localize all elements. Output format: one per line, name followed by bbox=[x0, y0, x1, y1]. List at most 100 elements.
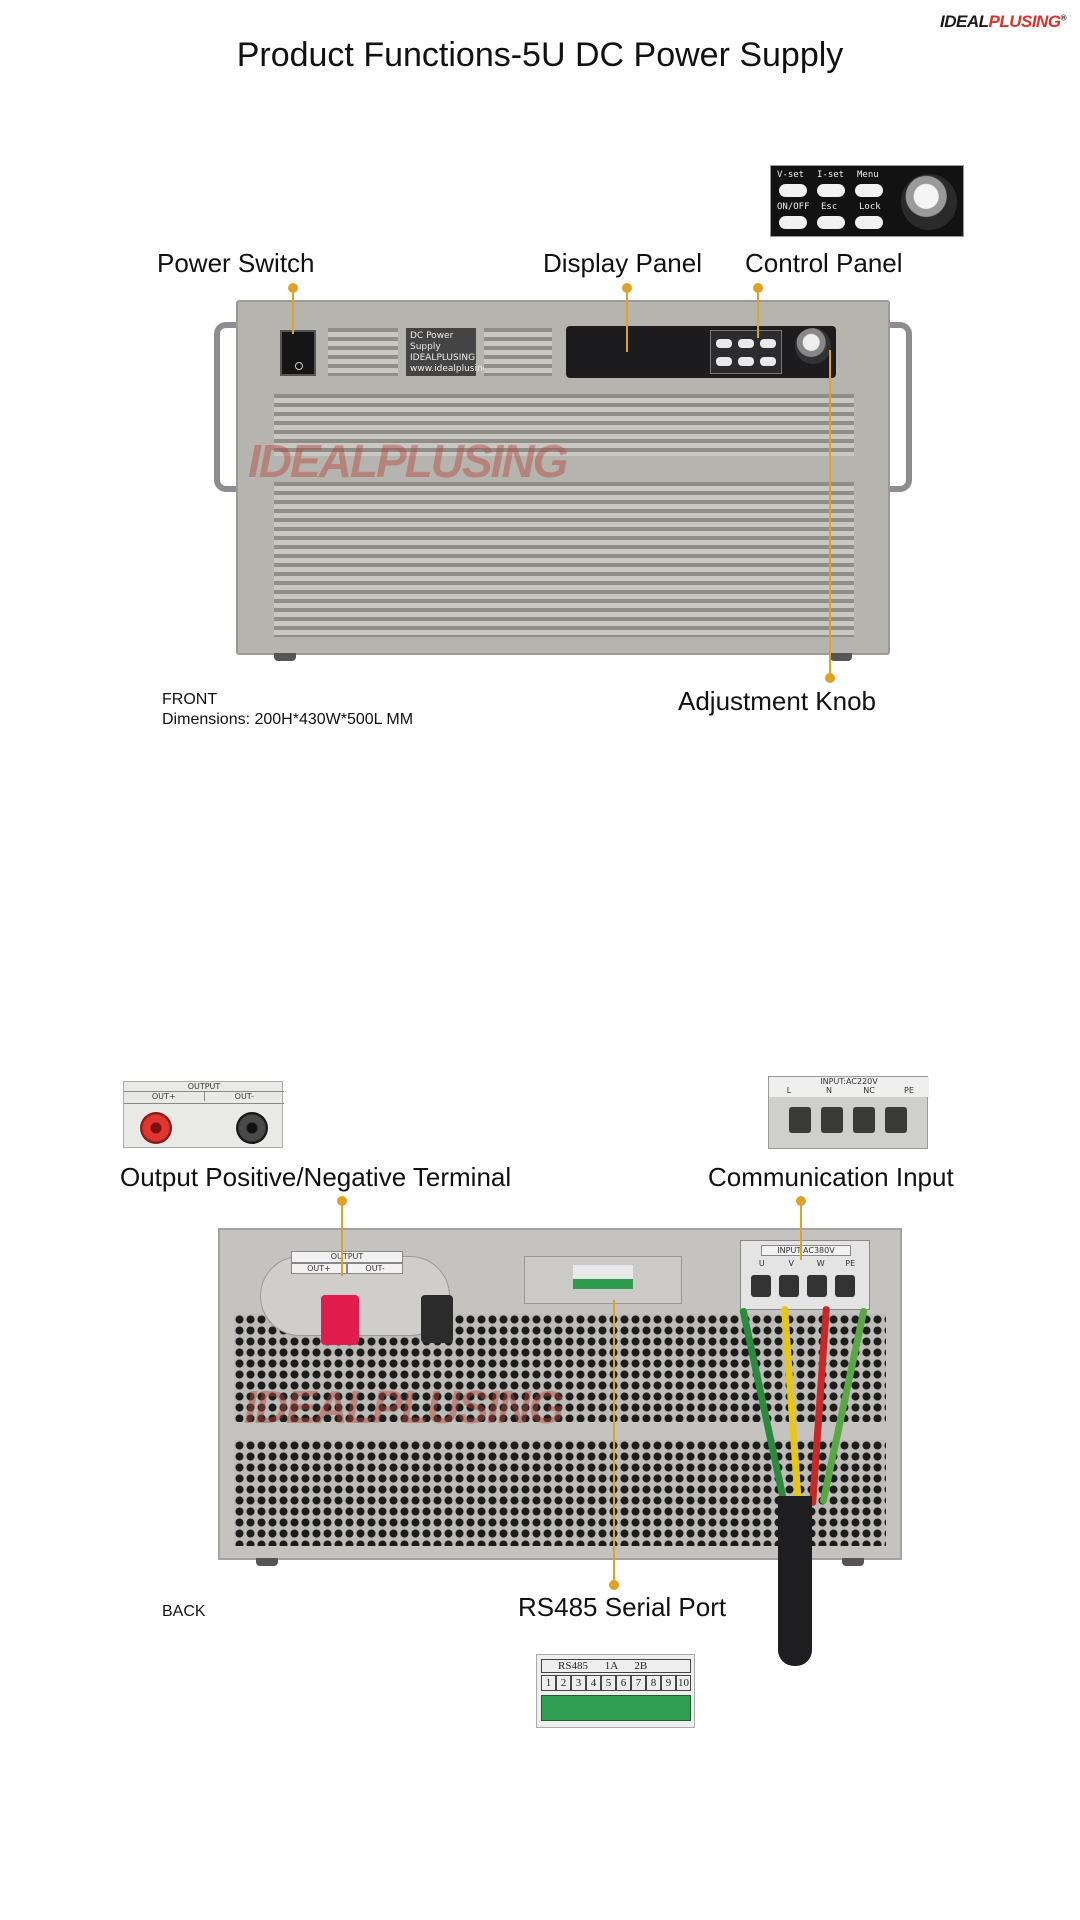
ac-terminal-screw bbox=[821, 1107, 843, 1133]
leader-line-communication-input bbox=[800, 1200, 802, 1260]
ac-terminal-screw bbox=[789, 1107, 811, 1133]
rs485-pin-number: 1 bbox=[541, 1675, 556, 1691]
ac-input-closeup: INPUT:AC220V L N NC PE bbox=[768, 1076, 929, 1149]
control-key bbox=[817, 184, 845, 197]
ac-phase-label: W bbox=[816, 1259, 825, 1268]
rs485-pin-number: 2 bbox=[556, 1675, 571, 1691]
brand-logo-main: IDEAL bbox=[940, 12, 989, 31]
output-inset-pos-label: OUT+ bbox=[151, 1092, 176, 1101]
brand-logo-mark: ® bbox=[1060, 13, 1067, 23]
vent-honeycomb bbox=[234, 1314, 886, 1422]
callout-display-panel: Display Panel bbox=[543, 248, 702, 278]
vent-grille bbox=[274, 482, 854, 637]
watermark: IDEALPLUSING bbox=[248, 435, 568, 487]
brand-logo: IDEALPLUSING® bbox=[940, 12, 1070, 38]
output-plate-pos: OUT+ bbox=[291, 1263, 347, 1274]
device-foot bbox=[256, 1558, 278, 1566]
output-inset-title: OUTPUT bbox=[187, 1082, 221, 1091]
output-inset-header: OUTPUT OUT+ OUT- bbox=[124, 1082, 284, 1104]
ac-terminal-screw bbox=[807, 1275, 827, 1297]
brand-logo-accent: PLUSING bbox=[988, 12, 1062, 31]
ac-phase-row: U V W PE bbox=[747, 1259, 865, 1268]
output-terminal-closeup: OUTPUT OUT+ OUT- bbox=[123, 1081, 284, 1148]
device-foot bbox=[274, 653, 296, 661]
rs485-header-row: RS485 1A 2B bbox=[541, 1659, 691, 1673]
negative-terminal bbox=[421, 1295, 453, 1343]
watermark: IDEALPLUSING bbox=[244, 1381, 564, 1433]
rs485-pin-number: 10 bbox=[676, 1675, 691, 1691]
ac-input-terminal: INPUT:AC380V U V W PE bbox=[740, 1240, 870, 1310]
ac-terminal-screw bbox=[853, 1107, 875, 1133]
control-key-label: V-set bbox=[777, 170, 805, 180]
rs485-green-terminal-block bbox=[541, 1695, 691, 1721]
ac-inset-title: INPUT:AC220V bbox=[820, 1077, 878, 1086]
rs485-port bbox=[524, 1256, 682, 1304]
rs485-terminal-closeup: RS485 1A 2B 1 2 3 4 5 6 7 8 9 10 bbox=[536, 1654, 695, 1728]
ac-inset-header: INPUT:AC220V L N NC PE bbox=[769, 1077, 929, 1097]
vent-grille bbox=[484, 328, 552, 376]
control-key bbox=[817, 216, 845, 229]
control-key bbox=[855, 184, 883, 197]
vent-grille bbox=[328, 328, 398, 376]
control-key-label: Esc bbox=[821, 202, 838, 212]
nameplate-line: www.idealplusing.com bbox=[410, 364, 511, 374]
ac-phase-label: V bbox=[788, 1259, 794, 1268]
control-key bbox=[855, 216, 883, 229]
leader-line-power-switch bbox=[292, 288, 294, 334]
leader-line-adjustment-knob bbox=[829, 350, 831, 675]
positive-terminal-post bbox=[140, 1112, 172, 1144]
rs485-pin-number: 7 bbox=[631, 1675, 646, 1691]
callout-output-terminal: Output Positive/Negative Terminal bbox=[120, 1162, 512, 1192]
front-dimensions: Dimensions: 200H*430W*500L MM bbox=[162, 711, 414, 728]
rs485-pin-number: 6 bbox=[616, 1675, 631, 1691]
callout-power-switch: Power Switch bbox=[157, 248, 315, 278]
control-panel bbox=[710, 330, 782, 374]
positive-terminal bbox=[321, 1295, 359, 1345]
nameplate: DC Power Supply IDEALPLUSING www.idealpl… bbox=[406, 328, 511, 376]
callout-communication-input: Communication Input bbox=[708, 1162, 954, 1192]
rs485-header-label: 1A bbox=[604, 1660, 618, 1672]
rs485-header-label: RS485 bbox=[558, 1660, 588, 1672]
ac-phase-label: U bbox=[758, 1259, 765, 1268]
rs485-header-label: 2B bbox=[634, 1660, 648, 1672]
control-key-label: I-set bbox=[817, 170, 845, 180]
ac-inset-phase: N bbox=[826, 1086, 832, 1095]
vent-grille bbox=[274, 394, 854, 456]
device-foot bbox=[830, 653, 852, 661]
rs485-pin-number: 5 bbox=[601, 1675, 616, 1691]
ac-terminal-screw bbox=[835, 1275, 855, 1297]
control-key bbox=[779, 216, 807, 229]
ac-plate-title: INPUT:AC380V bbox=[761, 1245, 851, 1256]
rs485-connector bbox=[573, 1265, 633, 1289]
ac-phase-label: PE bbox=[845, 1259, 856, 1268]
adjustment-knob bbox=[795, 328, 831, 364]
front-caption-label: FRONT bbox=[162, 691, 218, 708]
front-panel-device: DC Power Supply IDEALPLUSING www.idealpl… bbox=[214, 300, 912, 661]
nameplate-line: DC Power Supply bbox=[410, 331, 454, 352]
leader-dot bbox=[825, 673, 835, 683]
display-panel bbox=[566, 326, 836, 378]
device-foot bbox=[842, 1558, 864, 1566]
ac-inset-phase: L bbox=[786, 1086, 792, 1095]
leader-line-output-terminal bbox=[341, 1200, 343, 1276]
ac-terminal-screw bbox=[751, 1275, 771, 1297]
leader-dot bbox=[609, 1580, 619, 1590]
page-title: Product Functions-5U DC Power Supply bbox=[236, 36, 844, 74]
vent-honeycomb bbox=[234, 1440, 886, 1546]
power-switch bbox=[280, 330, 316, 376]
leader-line-rs485-port bbox=[613, 1300, 615, 1584]
negative-terminal-post bbox=[236, 1112, 268, 1144]
control-key-label: ON/OFF bbox=[777, 202, 810, 212]
front-handle-right bbox=[890, 322, 912, 492]
control-panel-closeup: V-set I-set Menu ON/OFF Esc Lock bbox=[770, 165, 964, 237]
ac-inset-phase: NC bbox=[863, 1086, 875, 1095]
output-inset-neg-label: OUT- bbox=[203, 1092, 285, 1101]
ac-terminal-screw bbox=[779, 1275, 799, 1297]
back-caption-label: BACK bbox=[162, 1603, 206, 1620]
rs485-pin-number: 4 bbox=[586, 1675, 601, 1691]
power-cable bbox=[778, 1496, 812, 1666]
output-plate-neg: OUT- bbox=[347, 1263, 403, 1274]
ac-terminal-screw bbox=[885, 1107, 907, 1133]
control-key bbox=[779, 184, 807, 197]
leader-line-display-panel bbox=[626, 288, 628, 352]
